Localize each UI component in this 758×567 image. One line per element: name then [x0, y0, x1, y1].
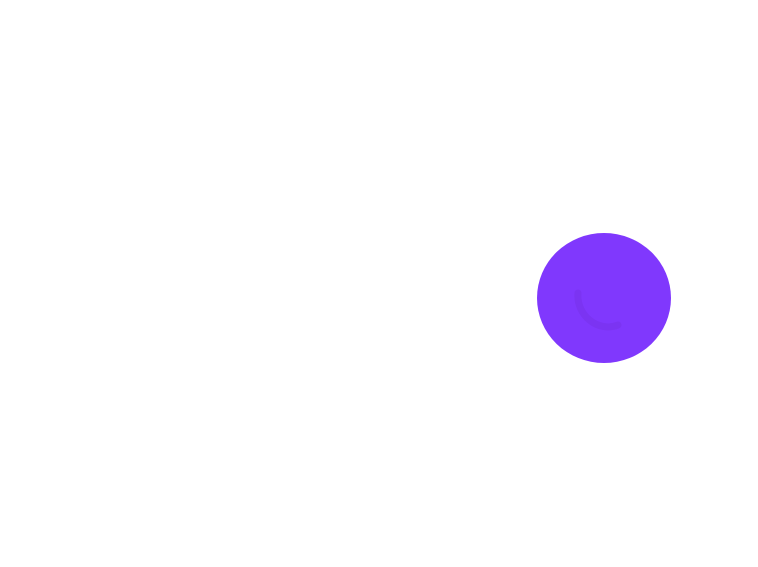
- round-action-button[interactable]: [537, 233, 671, 363]
